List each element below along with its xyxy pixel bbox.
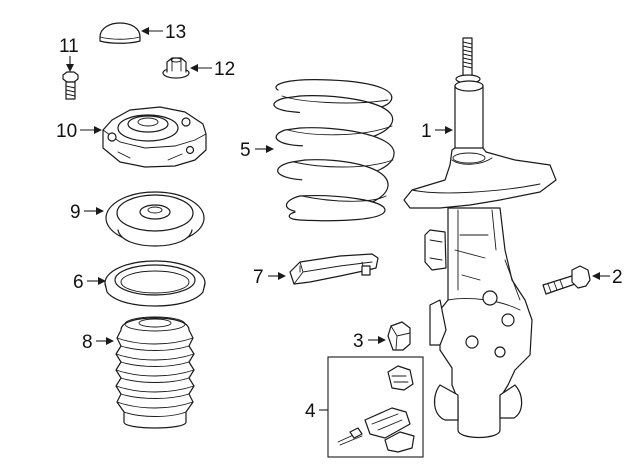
callout-4: 4 [305,401,316,422]
leader-12 [190,64,212,72]
part-13-strut-cap [99,22,141,44]
callout-2: 2 [612,267,623,288]
part-3-nut [387,321,411,351]
part-2-bolt [542,265,591,295]
part-6-spring-insulator [104,260,206,307]
leader-3 [368,336,386,344]
callout-8: 8 [82,332,93,353]
leader-11 [66,56,74,72]
part-1-strut-assembly [403,37,557,439]
callout-11: 11 [59,36,79,57]
leader-10 [80,126,102,134]
part-10-upper-mount [102,106,207,168]
part-4-kit-box [327,356,424,458]
part-5-coil-spring [273,79,395,222]
callout-6: 6 [73,272,84,293]
callout-3: 3 [353,331,364,352]
part-9-spring-seat [105,191,205,247]
part-7-lower-insulator [289,253,379,285]
callout-5: 5 [240,140,251,161]
leader-13 [141,27,163,35]
leader-1 [435,126,453,134]
callout-12: 12 [214,59,235,80]
callout-13: 13 [165,22,186,43]
part-12-flange-nut [162,57,190,79]
callout-10: 10 [56,121,77,142]
leader-2 [592,272,610,280]
callout-7: 7 [253,267,264,288]
leader-5 [255,145,274,153]
leader-8 [96,337,114,345]
leader-7 [268,272,286,280]
leader-9 [84,207,104,215]
callout-1: 1 [421,121,432,142]
leader-6 [87,277,106,285]
part-11-bolt [62,71,79,100]
part-8-dust-boot [115,316,195,429]
callout-9: 9 [70,202,81,223]
part-4-sensor-kit [337,365,415,453]
